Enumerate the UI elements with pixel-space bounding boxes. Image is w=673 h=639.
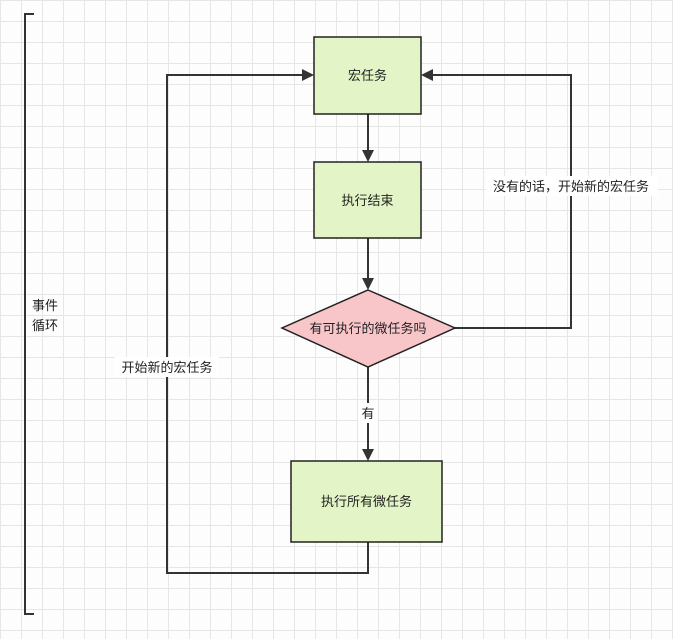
edge-no-back-to-macro: [421, 69, 572, 329]
node-exec-microtasks: [290, 460, 443, 543]
edge-label-yes: 有: [361, 407, 374, 422]
edge-micro-back-to-macro: [166, 69, 369, 574]
node-macro-task-label: 宏任务: [348, 68, 387, 84]
node-macro-task: [313, 36, 422, 115]
node-has-microtask-label: 有可执行的微任务吗: [309, 321, 426, 337]
event-loop-bracket: [24, 13, 34, 615]
event-loop-label-line1: 事件: [32, 299, 58, 314]
event-loop-label-line2: 循环: [32, 319, 58, 334]
node-exec-done: [313, 161, 422, 239]
edge-label-no-bg: [486, 176, 658, 196]
node-has-microtask: [280, 289, 457, 368]
edge-label-new-macro: 开始新的宏任务: [121, 360, 212, 376]
edge-label-new-macro-bg: [115, 357, 219, 377]
edge-label-no: 没有的话，开始新的宏任务: [493, 179, 649, 195]
node-exec-microtasks-label: 执行所有微任务: [321, 494, 412, 510]
edge-label-yes-bg: [358, 403, 378, 423]
node-exec-done-label: 执行结束: [341, 194, 393, 209]
